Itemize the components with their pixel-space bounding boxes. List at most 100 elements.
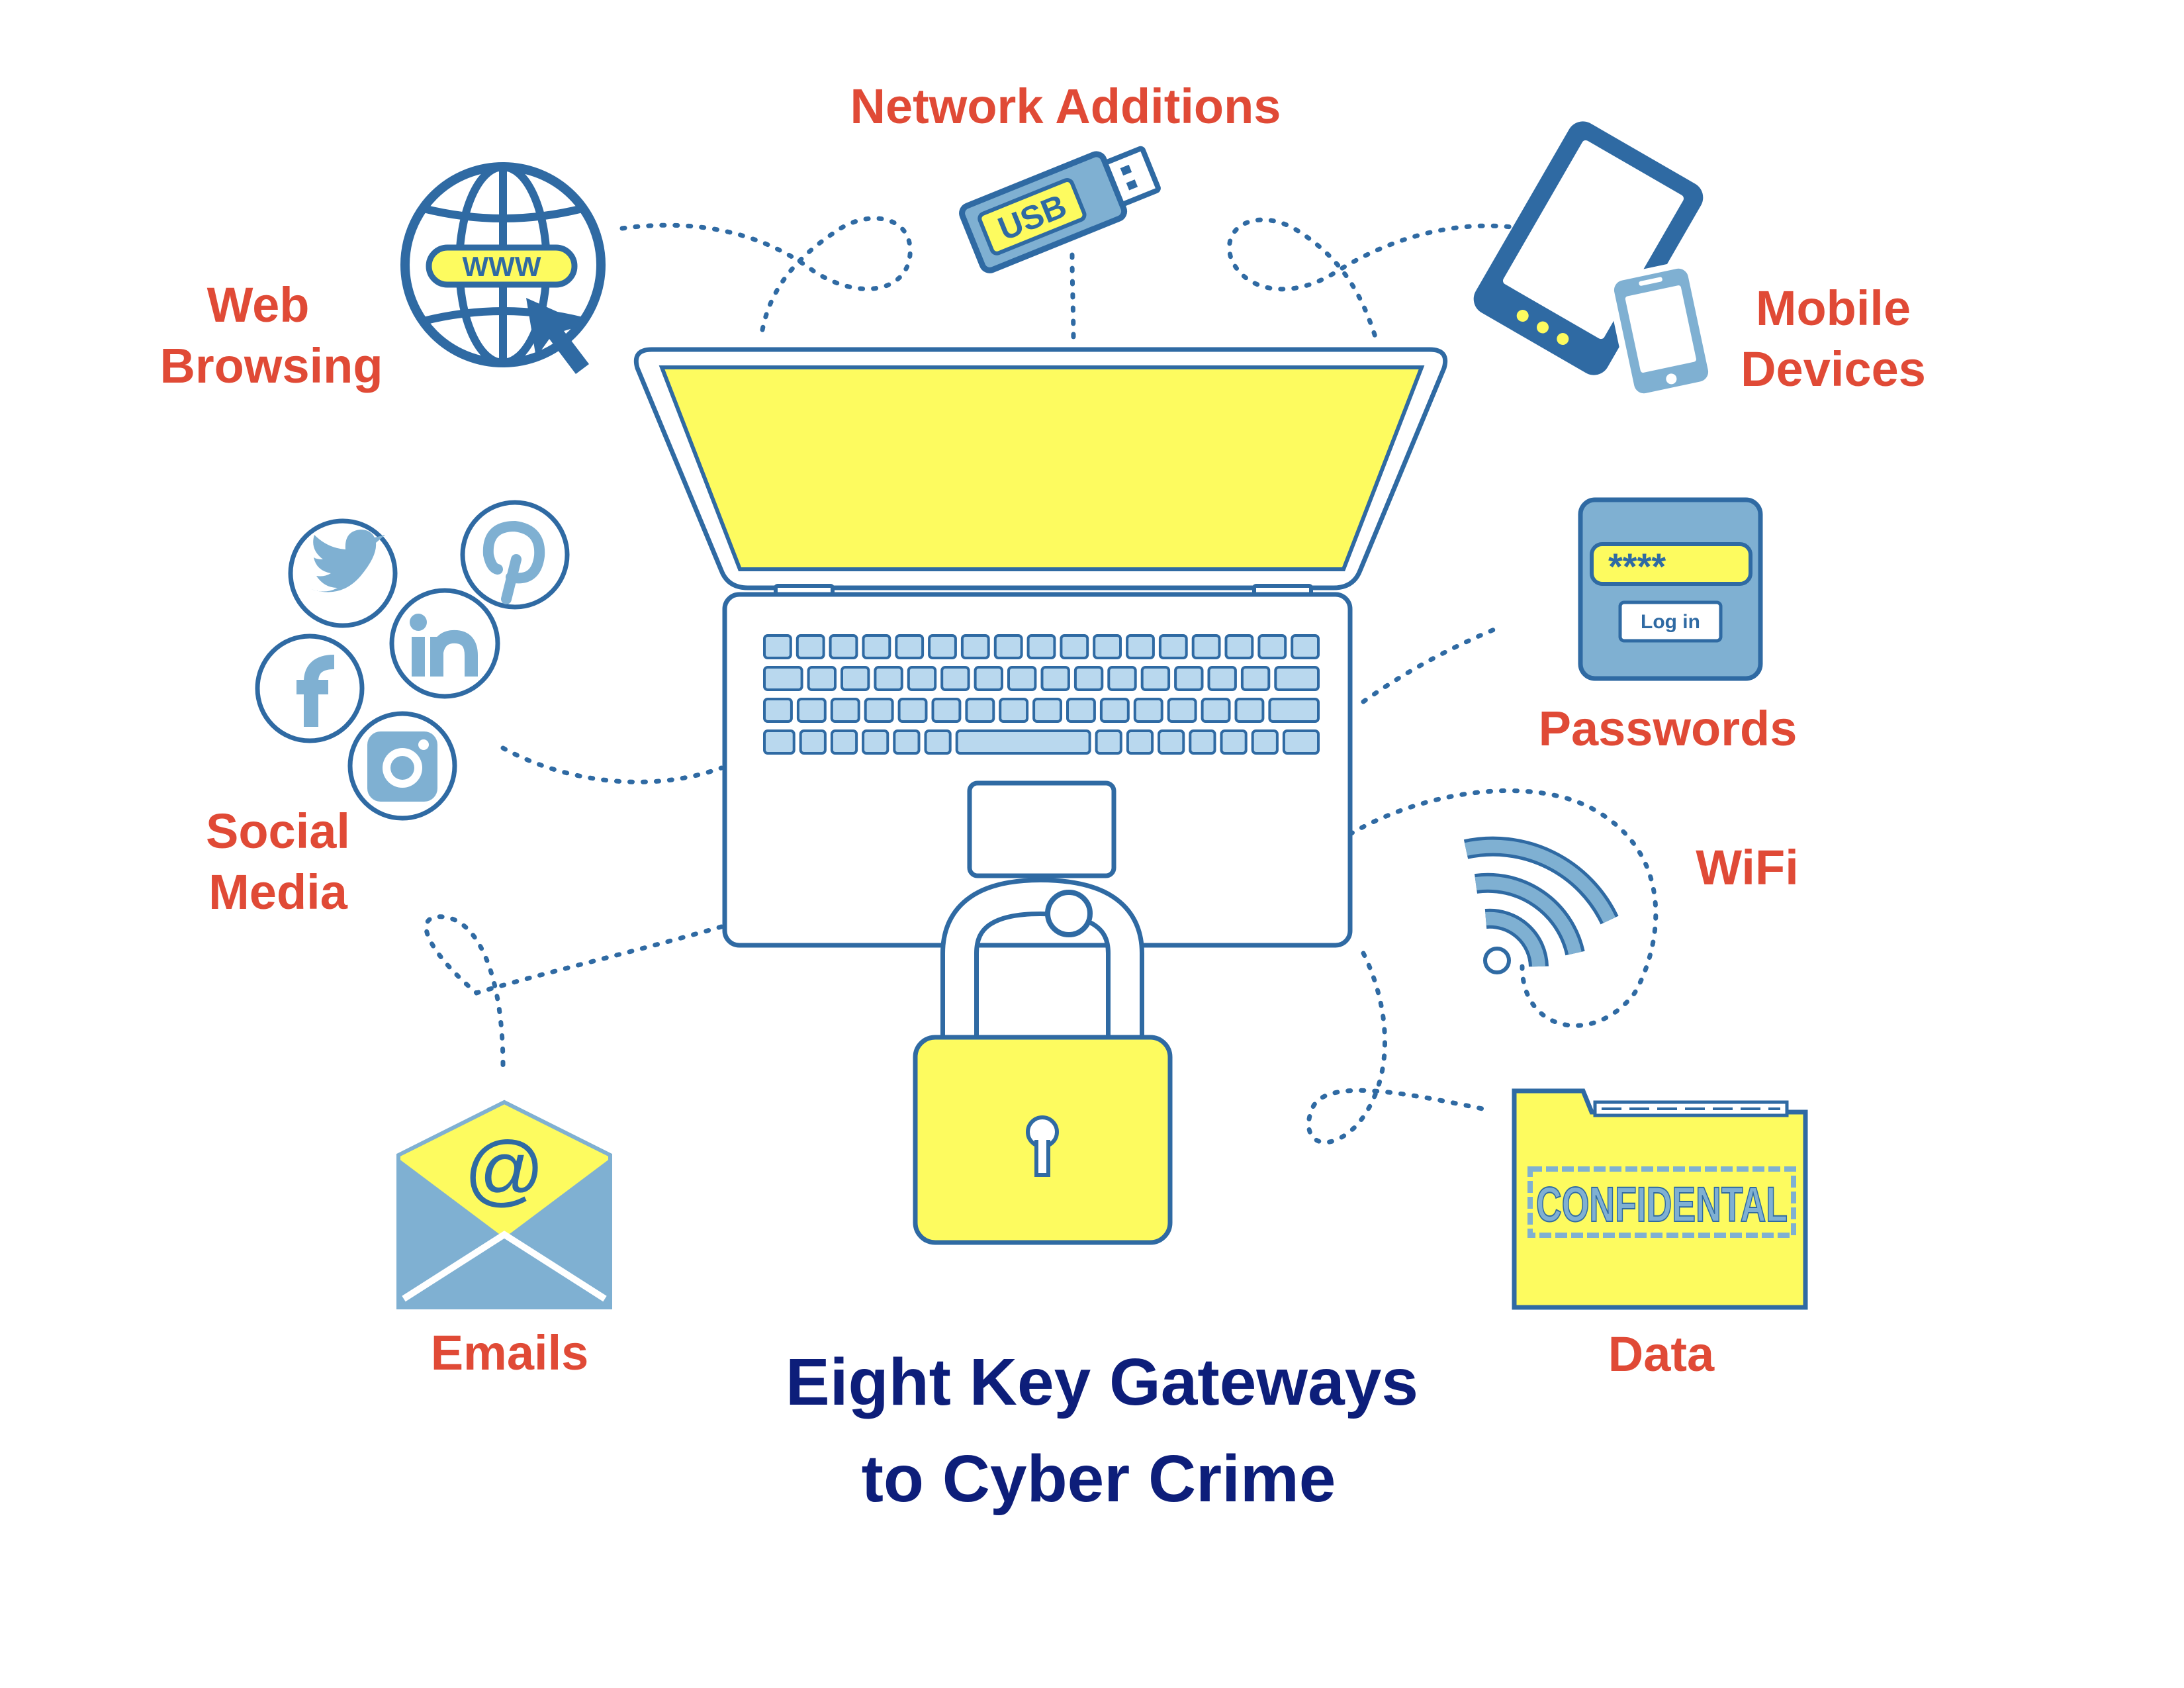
label-social-media-line1: Social (206, 804, 350, 859)
keyboard-key (1167, 698, 1197, 723)
label-social-media-line2: Media (208, 865, 347, 919)
keyboard-key (1126, 634, 1155, 659)
password-mask-text: **** (1608, 545, 1666, 587)
keyboard-key (1282, 729, 1320, 755)
keyboard-key (897, 698, 928, 723)
label-mobile-devices-line1: Mobile (1755, 281, 1911, 336)
instagram-icon (347, 711, 457, 821)
keyboard-key (965, 698, 995, 723)
keyboard-key (960, 634, 990, 659)
keyboard-key (1158, 729, 1185, 755)
email-envelope-icon: @ (396, 1100, 612, 1309)
social-media-icons (255, 500, 570, 821)
keyboard-key (841, 666, 870, 691)
label-web-browsing: Web Browsing (119, 275, 424, 397)
label-mobile-devices-line2: Devices (1741, 342, 1926, 397)
keyboard-key (1133, 698, 1163, 723)
keyboard-key (1257, 634, 1287, 659)
keyboard-key (830, 698, 860, 723)
keyboard-key (1095, 729, 1122, 755)
facebook-icon (255, 633, 365, 743)
keyboard-key (796, 634, 825, 659)
keyboard-key (999, 698, 1029, 723)
keyboard-key (1207, 666, 1237, 691)
tablet-phone-icon (1473, 121, 1715, 400)
connector-usb (1069, 252, 1076, 347)
keyboard-key (1126, 729, 1154, 755)
keyboard-key (862, 634, 891, 659)
keyboard-key (829, 634, 858, 659)
keyboard-key (1220, 729, 1248, 755)
keyboard-key (1234, 698, 1265, 723)
connector-social (500, 745, 724, 784)
keyboard-key (1174, 666, 1204, 691)
keyboard-key (993, 634, 1023, 659)
confidential-stamp-text: CONFIDENTAL (1536, 1177, 1788, 1232)
label-web-browsing-line1: Web (206, 277, 310, 332)
laptop-keyboard (763, 634, 1320, 755)
password-login-icon: **** Log in (1578, 497, 1763, 681)
login-button-text: Log in (1641, 611, 1700, 633)
connector-data (1306, 951, 1485, 1145)
connector-wifi (1347, 788, 1659, 1028)
at-sign-text: @ (464, 1125, 545, 1214)
keyboard-key (1189, 729, 1216, 755)
label-network-additions: Network Additions (850, 79, 1281, 134)
keyboard-key (1251, 729, 1279, 755)
label-social-media: Social Media (146, 801, 410, 923)
laptop-screen (659, 365, 1425, 571)
keyboard-key (1291, 634, 1320, 659)
keyboard-key (1158, 634, 1188, 659)
keyboard-key (1107, 666, 1137, 691)
connector-web (619, 216, 913, 340)
label-web-browsing-line2: Browsing (159, 338, 383, 393)
keyboard-key (928, 634, 957, 659)
keyboard-key (931, 698, 962, 723)
keyboard-key (1007, 666, 1037, 691)
keyboard-key (1140, 666, 1171, 691)
keyboard-key (1191, 634, 1221, 659)
keyboard-key (940, 666, 970, 691)
laptop-touchpad (967, 780, 1116, 878)
keyboard-key (974, 666, 1003, 691)
keyboard-key (796, 698, 827, 723)
cursor-arrow-icon (526, 298, 589, 374)
keyboard-key (874, 666, 903, 691)
keyboard-key (1201, 698, 1231, 723)
diagram-title: Eight Key Gateways to Cyber Crime (629, 1334, 1555, 1527)
keyboard-key (955, 729, 1091, 755)
keyboard-key (924, 729, 952, 755)
label-wifi: WiFi (1696, 840, 1799, 895)
keyboard-key (1268, 698, 1320, 723)
keyboard-key (763, 729, 796, 755)
laptop (633, 347, 1448, 948)
connector-emails (424, 914, 724, 1068)
keyboard-key (1099, 698, 1130, 723)
keyboard-key (895, 634, 925, 659)
diagram-title-line2: to Cyber Crime (861, 1442, 1336, 1516)
confidential-folder-icon: CONFIDENTAL (1512, 1088, 1808, 1310)
pinterest-icon (460, 500, 570, 610)
label-data: Data (1608, 1327, 1715, 1382)
keyboard-key (1073, 666, 1104, 691)
label-mobile-devices: Mobile Devices (1694, 278, 1972, 400)
keyboard-key (763, 666, 803, 691)
keyboard-key (763, 634, 792, 659)
linkedin-icon (389, 588, 500, 699)
keyboard-key (1026, 634, 1056, 659)
keyboard-key (1240, 666, 1271, 691)
keyboard-key (807, 666, 837, 691)
dotted-connectors (424, 216, 1659, 1145)
keyboard-key (862, 729, 889, 755)
globe-www-icon: WWW (400, 162, 606, 374)
connector-mobile (1227, 217, 1525, 344)
keyboard-key (893, 729, 921, 755)
wifi-icon (1463, 836, 1619, 974)
keyboard-key (1032, 698, 1062, 723)
diagram-title-line1: Eight Key Gateways (786, 1345, 1418, 1419)
keyboard-key (830, 729, 858, 755)
twitter-icon (288, 518, 398, 628)
usb-drive-icon: USB (959, 146, 1161, 273)
keyboard-key (1093, 634, 1122, 659)
